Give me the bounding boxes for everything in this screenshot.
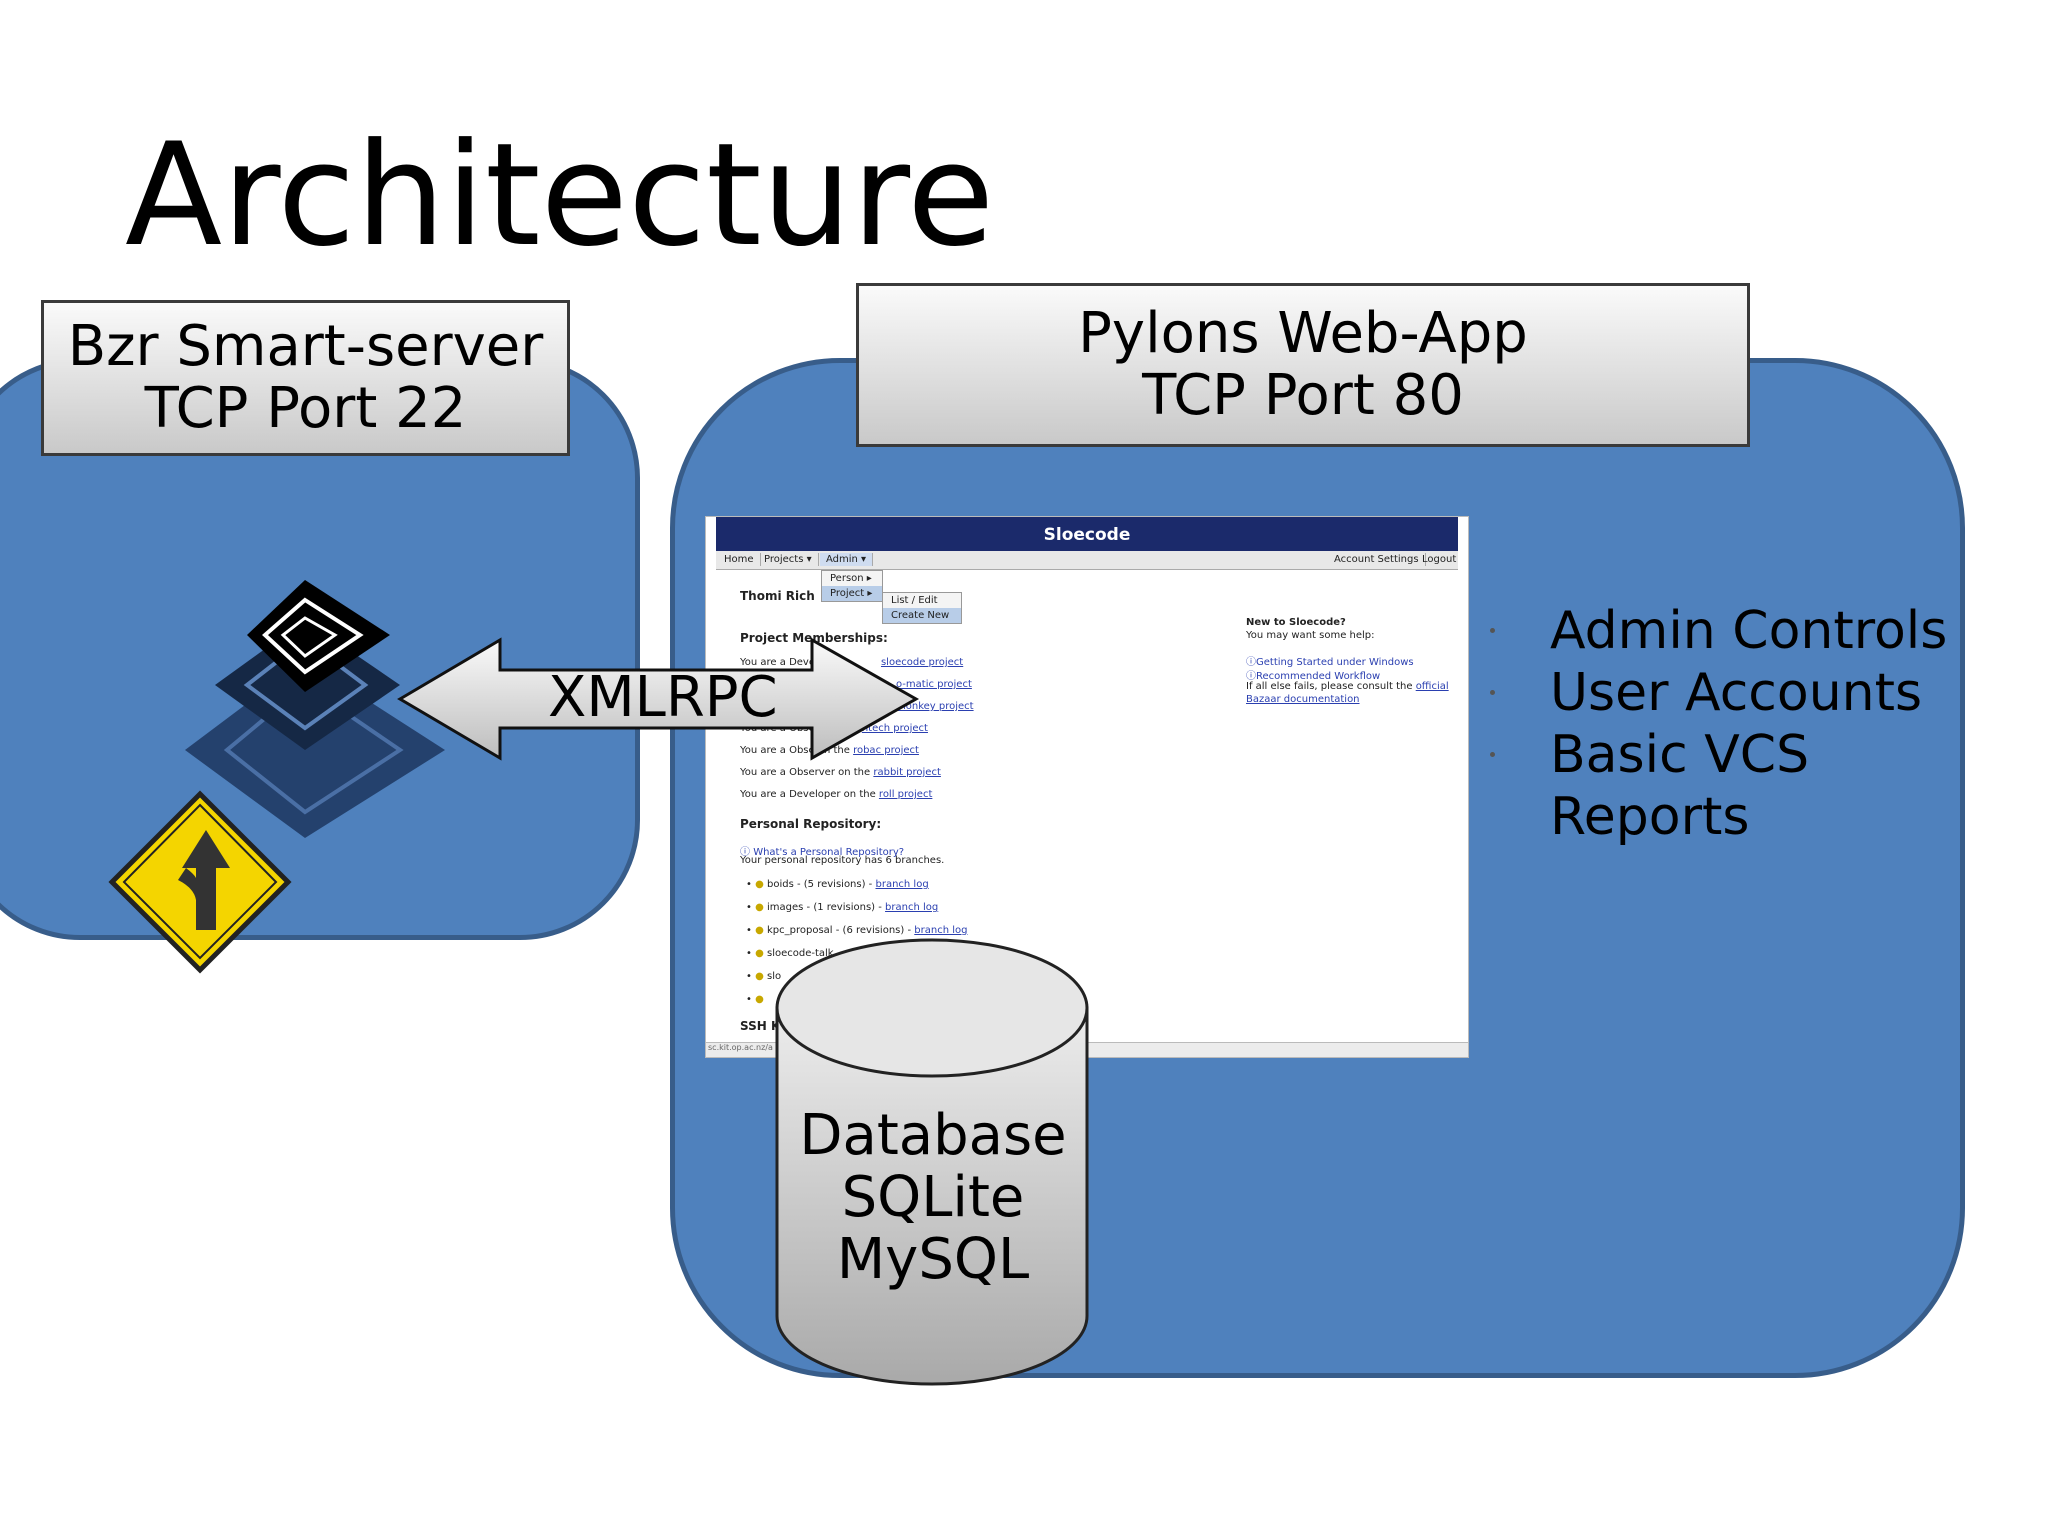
database-title: Database [799,1103,1067,1168]
membership-row: You are a Devel sloecode project [740,657,964,668]
branch-row: • ● slo [746,971,782,982]
feature-item: Basic VCS Reports [1490,724,2010,848]
feature-item: Admin Controls [1490,600,2010,662]
fallback-text: If all else fails, please consult the of… [1246,681,1449,692]
membership-row: You are a Obse on the robac project [740,745,919,756]
bullet-dot-icon [1490,690,1495,695]
feature-item: User Accounts [1490,662,2010,724]
nav-logout[interactable]: Logout [1422,554,1457,565]
bazaar-docs-link[interactable]: Bazaar documentation [1246,694,1360,705]
help-link-windows[interactable]: ⓘGetting Started under Windows [1246,657,1414,668]
bzr-server-label: Bzr Smart-server TCP Port 22 [41,300,570,456]
branch-log-link[interactable]: branch log [875,879,929,890]
help-link-workflow[interactable]: ⓘRecommended Workflow [1246,671,1381,682]
bzr-server-port: TCP Port 22 [144,376,467,441]
membership-link[interactable]: monkey project [896,701,974,712]
webapp-user-name: Thomi Rich [740,589,815,603]
page-title: Architecture [125,113,995,278]
official-link[interactable]: official [1415,681,1449,692]
branch-row: • ● [746,994,764,1005]
nav-account-settings[interactable]: Account Settings [1328,553,1426,566]
repo-help-link[interactable]: ⓘ What's a Personal Repository? [740,847,905,858]
membership-link[interactable]: roll project [878,789,933,800]
new-to-heading: New to Sloecode? [1246,617,1346,628]
ssh-heading: SSH K [740,1019,781,1033]
bazaar-logo-icon [185,580,445,838]
nav-projects[interactable]: Projects ▾ [758,553,819,566]
admin-menu-project[interactable]: Project ▸ [822,586,882,601]
project-submenu: List / Edit Create New [882,592,962,624]
pylons-webapp-label: Pylons Web-App TCP Port 80 [856,283,1750,447]
repo-heading: Personal Repository: [740,817,882,831]
bullet-dot-icon [1490,752,1495,757]
admin-menu-person[interactable]: Person ▸ [830,573,872,584]
nav-home[interactable]: Home [718,553,761,566]
nav-admin[interactable]: Admin ▾ [820,553,874,566]
xmlrpc-arrow [397,637,920,761]
merge-sign-icon [108,790,292,974]
membership-link[interactable]: ntech project [861,723,928,734]
memberships-heading: Project Memberships: [740,631,888,645]
database-sqlite: SQLite [841,1165,1025,1230]
membership-link[interactable]: o-matic project [896,679,972,690]
branch-row: • ● sloecode-talk [746,948,834,959]
membership-link[interactable]: rabbit project [873,767,941,778]
database-cylinder [775,938,1089,1386]
xmlrpc-label: XMLRPC [548,665,778,730]
admin-menu: Person ▸ Project ▸ [821,570,883,602]
branch-row: • ● boids - (5 revisions) - branch log [746,879,929,890]
membership-link[interactable]: robac project [853,745,919,756]
database-label: Database SQLite MySQL [783,1105,1083,1291]
webapp-nav: Home Projects ▾ Admin ▾ Account Settings… [716,551,1458,570]
pylons-webapp-title: Pylons Web-App [1078,301,1528,366]
project-menu-create[interactable]: Create New [883,608,961,623]
branch-row: • ● images - (1 revisions) - branch log [746,902,939,913]
pylons-webapp-port: TCP Port 80 [1142,363,1464,428]
repo-count: Your personal repository has 6 branches. [740,855,945,866]
branch-row: • ● kpc_proposal - (6 revisions) - branc… [746,925,968,936]
branch-log-link[interactable]: branch log [914,925,968,936]
bullet-dot-icon [1490,628,1495,633]
membership-row: You are a Observer on the rabbit project [740,767,941,778]
membership-row: monkey project [896,701,974,712]
branch-log-link[interactable]: branch log [885,902,939,913]
new-to-sub: You may want some help: [1246,630,1375,641]
membership-row: You are a Developer on the roll project [740,789,933,800]
membership-row: o-matic project [896,679,972,690]
bzr-server-title: Bzr Smart-server [67,314,544,379]
membership-link[interactable]: sloecode project [880,657,964,668]
webapp-header: Sloecode [716,517,1458,551]
feature-list: Admin Controls User Accounts Basic VCS R… [1490,600,2010,848]
database-mysql: MySQL [836,1227,1030,1292]
project-menu-list[interactable]: List / Edit [891,595,938,606]
